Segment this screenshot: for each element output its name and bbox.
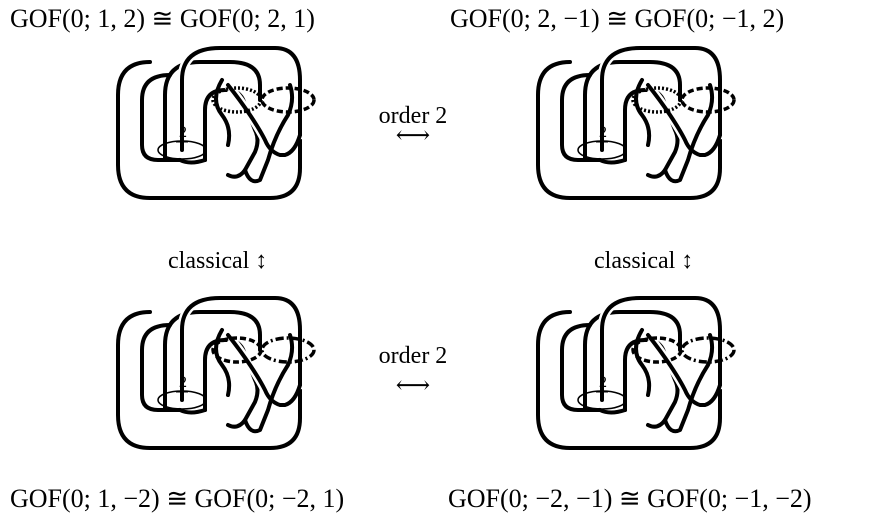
order-label-top: order 2 [378, 103, 448, 129]
twist-strand-c [243, 333, 295, 434]
diagram-title-top-right: GOF(0; 2, −1) ≅ GOF(0; −1, 2) [450, 4, 785, 33]
knot-diagram-bottom-left: 2 [116, 293, 316, 450]
left-arch-strand [583, 60, 682, 162]
link-ring-a [631, 86, 683, 114]
link-ring-b [260, 86, 316, 114]
twist-strand-b [226, 83, 302, 157]
twist-number-label: 2 [599, 374, 607, 391]
twist-strand-d [634, 78, 652, 147]
classical-arrow-left: ↕ [255, 248, 268, 274]
diagram-title-top-left: GOF(0; 1, 2) ≅ GOF(0; 2, 1) [10, 4, 315, 33]
classical-relation-left: classical ↕ [168, 249, 267, 273]
outer-loop-strand [536, 310, 722, 450]
link-ring-a [631, 336, 683, 364]
order-label-bottom: order 2 [378, 343, 448, 369]
outer-loop-strand [116, 310, 302, 450]
twist-strand-a [623, 88, 680, 179]
twist-strand-a [203, 88, 260, 179]
twist-strand-b [226, 333, 302, 407]
diagram-title-bottom-right: GOF(0; −2, −1) ≅ GOF(0; −1, −2) [448, 484, 812, 513]
twist-strand-d [214, 78, 232, 147]
left-arch-strand [583, 310, 682, 412]
link-ring-b [680, 86, 736, 114]
outer-loop-strand [116, 60, 302, 200]
order-relation-top: order 2 ⟷ [368, 104, 458, 148]
twist-number-label: 2 [179, 124, 187, 141]
twist-strand-c [663, 83, 715, 184]
twist-strand-c [243, 83, 295, 184]
top-arch-strand [600, 296, 722, 402]
twist-number-label: 2 [179, 374, 187, 391]
knot-diagram-bottom-right: 2 [536, 293, 736, 450]
classical-arrow-right: ↕ [681, 248, 694, 274]
twist-strand-c [663, 333, 715, 434]
twist-box-ellipse [157, 390, 207, 410]
top-arch-strand [180, 46, 302, 152]
twist-box-ellipse [577, 140, 627, 160]
twist-strand-b [646, 333, 722, 407]
order-relation-bottom: order 2 ⟷ [368, 344, 458, 398]
classical-label-left: classical [168, 248, 250, 274]
knot-diagram-top-left: 2 [116, 43, 316, 200]
twist-box-ellipse [577, 390, 627, 410]
left-arch-strand [163, 310, 262, 412]
classical-label-right: classical [594, 248, 676, 274]
inner-left-strand [560, 323, 602, 412]
classical-relation-right: classical ↕ [594, 249, 693, 273]
twist-box-ellipse [157, 140, 207, 160]
top-arch-strand [600, 46, 722, 152]
diagram-title-bottom-left: GOF(0; 1, −2) ≅ GOF(0; −2, 1) [10, 484, 345, 513]
link-ring-b [680, 336, 736, 364]
left-arch-strand [163, 60, 262, 162]
order-arrow-top: ⟷ [395, 123, 431, 149]
link-ring-b [260, 336, 316, 364]
top-arch-strand [180, 296, 302, 402]
link-ring-a [211, 336, 263, 364]
twist-strand-b [646, 83, 722, 157]
knot-diagram-top-right: 2 [536, 43, 736, 200]
outer-loop-strand [536, 60, 722, 200]
link-ring-a [211, 86, 263, 114]
order-arrow-bottom: ⟷ [395, 373, 431, 399]
inner-left-strand [140, 73, 182, 162]
twist-number-label: 2 [599, 124, 607, 141]
inner-left-strand [560, 73, 602, 162]
inner-left-strand [140, 323, 182, 412]
